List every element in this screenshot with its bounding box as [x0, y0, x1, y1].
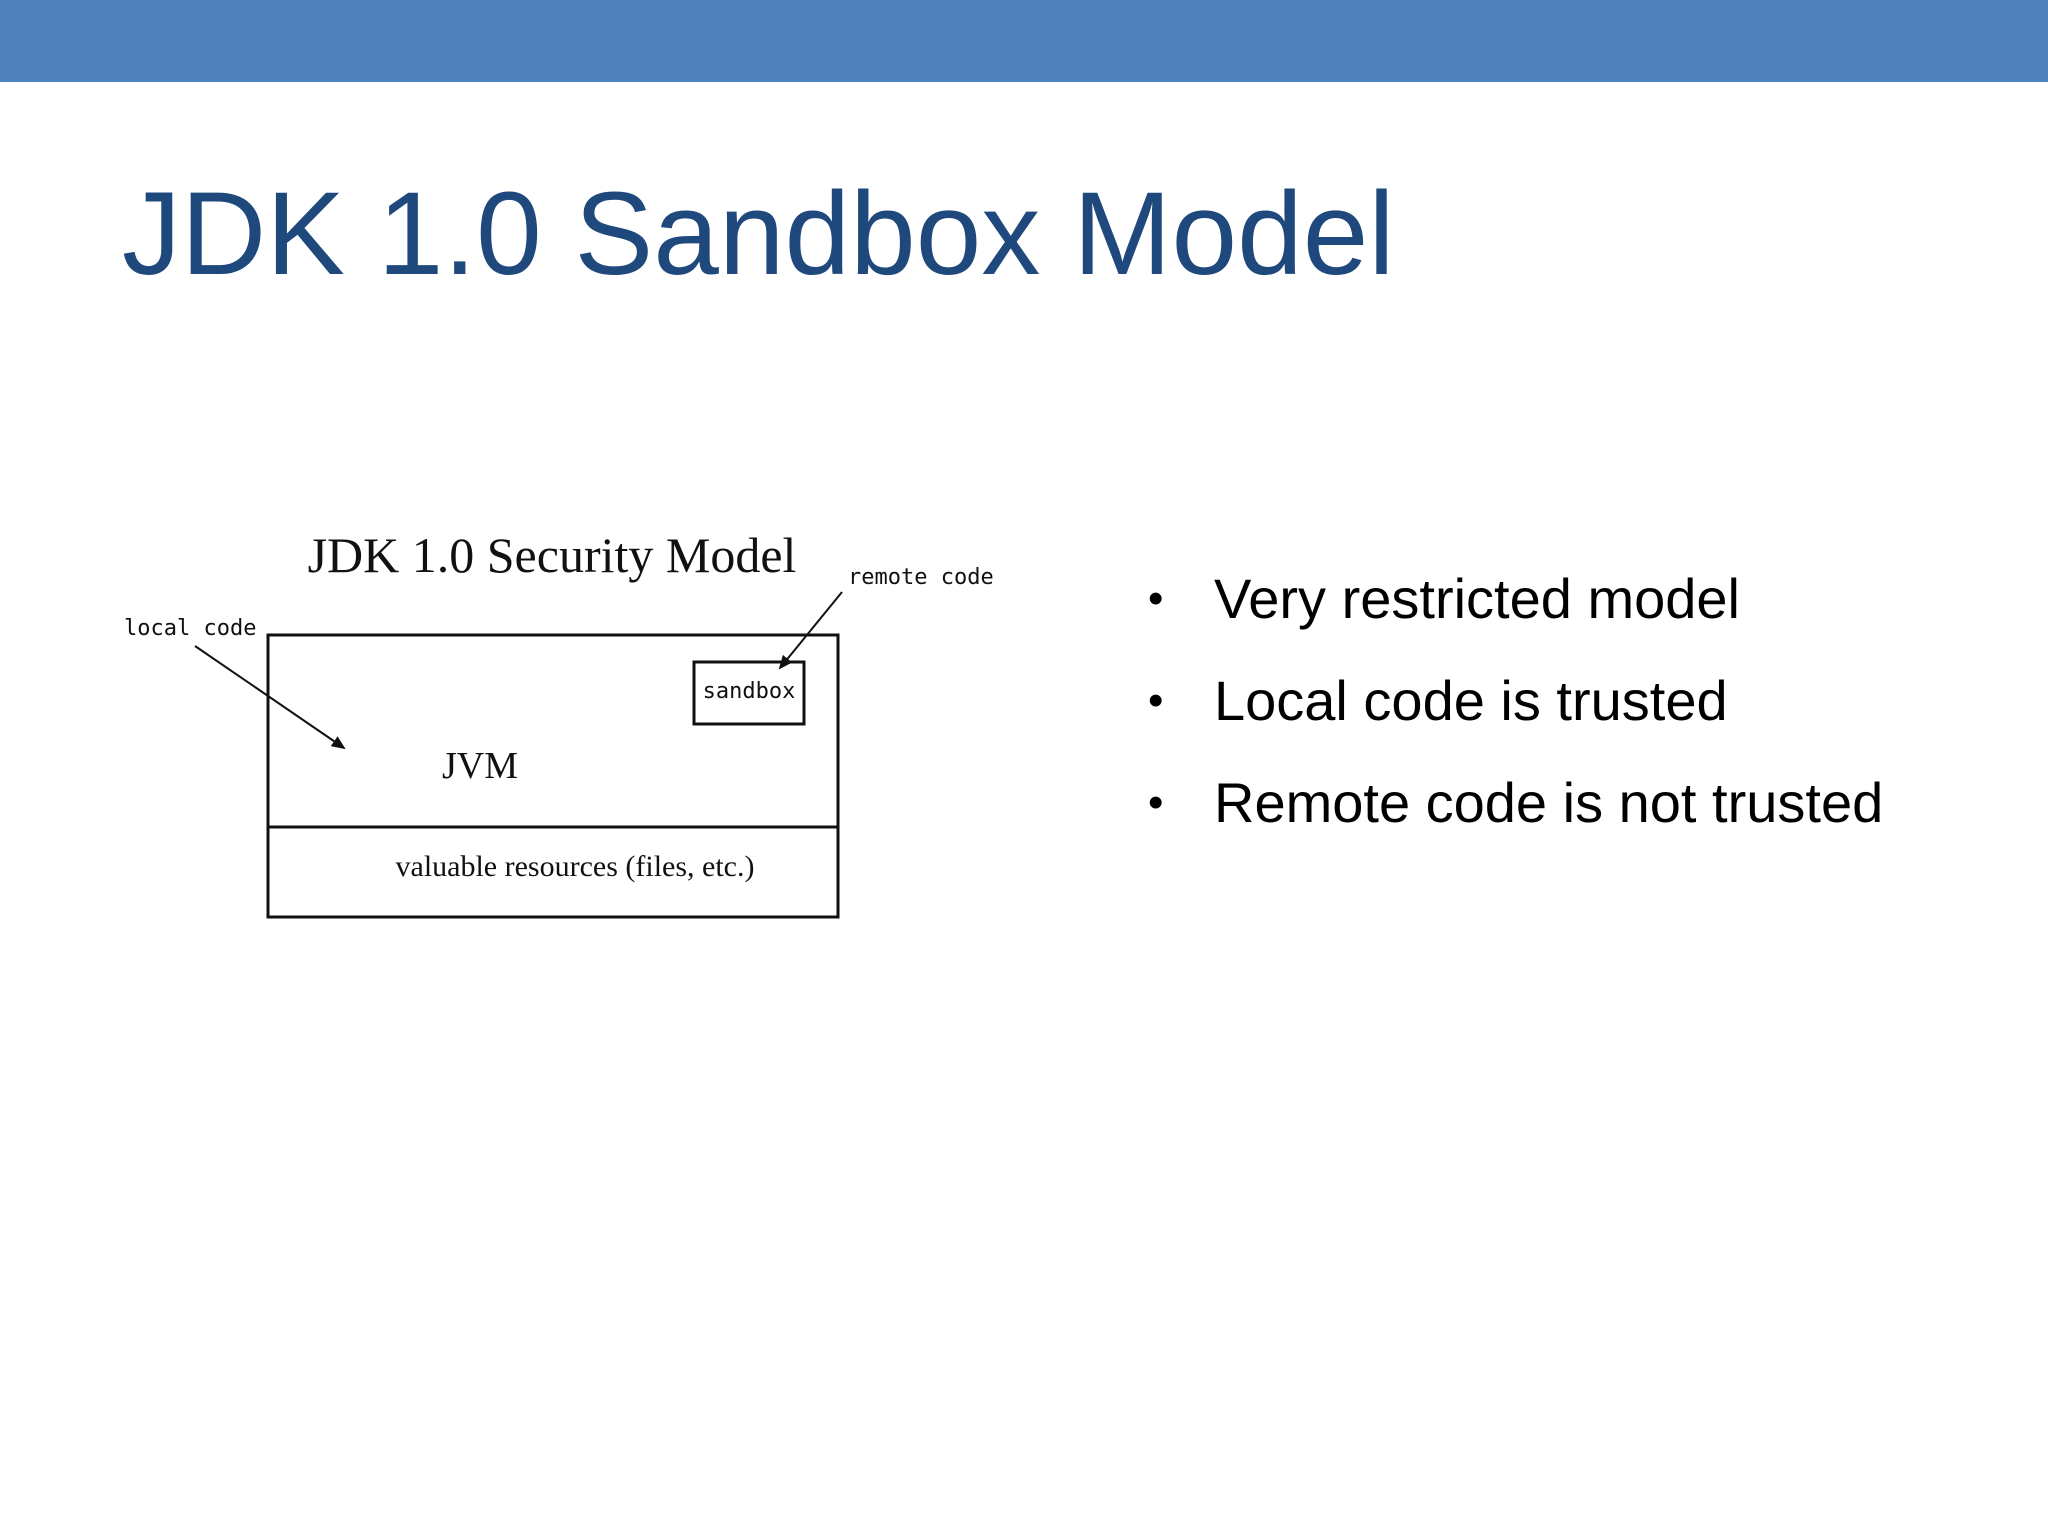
security-model-diagram: JDK 1.0 Security Model remote code local…	[100, 500, 1020, 960]
bullet-item: • Very restricted model	[1148, 548, 1883, 650]
bullet-text: Remote code is not trusted	[1214, 771, 1884, 834]
bullet-item: • Remote code is not trusted	[1148, 752, 1883, 854]
bullet-text: Local code is trusted	[1214, 669, 1728, 732]
sandbox-box	[692, 660, 806, 726]
bullet-text: Very restricted model	[1214, 567, 1740, 630]
top-accent-bar	[0, 0, 2048, 82]
remote-code-arrow	[778, 591, 843, 670]
jvm-label: JVM	[442, 745, 518, 787]
bullet-marker: •	[1148, 778, 1164, 827]
bullet-item: • Local code is trusted	[1148, 650, 1883, 752]
diagram-title: JDK 1.0 Security Model	[308, 527, 797, 583]
bullet-list: • Very restricted model • Local code is …	[1148, 548, 1883, 854]
slide-title: JDK 1.0 Sandbox Model	[122, 168, 1395, 300]
bullet-marker: •	[1148, 574, 1164, 623]
remote-code-label: remote code	[848, 565, 994, 590]
local-code-label: local code	[124, 616, 256, 641]
sandbox-label: sandbox	[703, 679, 796, 704]
jvm-box	[266, 633, 840, 919]
bullet-marker: •	[1148, 676, 1164, 725]
security-model-svg: JDK 1.0 Security Model remote code local…	[124, 527, 994, 919]
resources-label: valuable resources (files, etc.)	[396, 850, 755, 883]
local-code-arrow	[194, 645, 346, 750]
